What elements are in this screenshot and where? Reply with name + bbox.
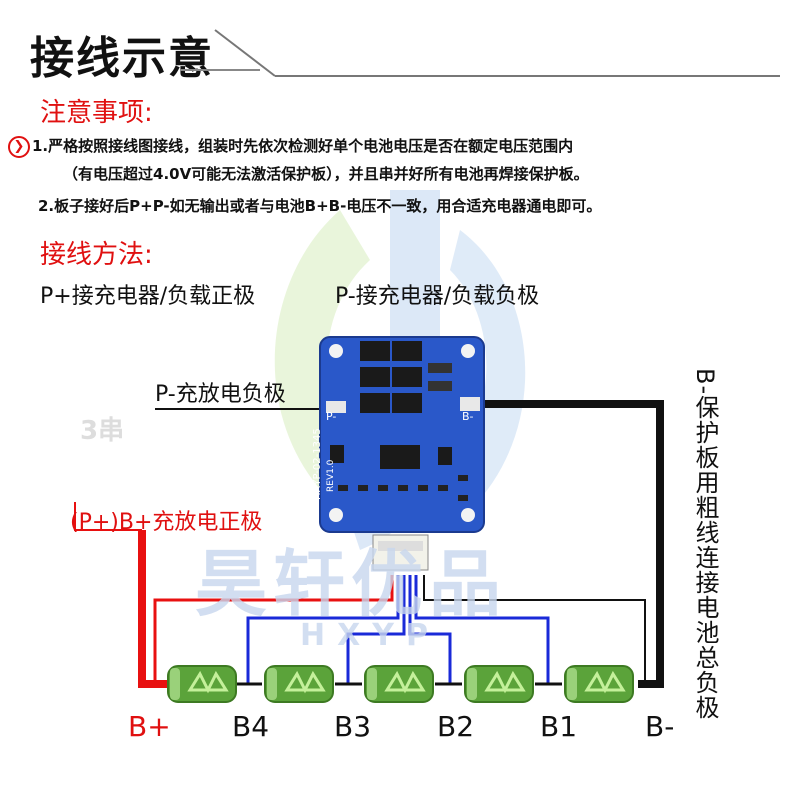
balance-wire-b1	[414, 575, 550, 684]
b-plus-leader	[74, 502, 142, 531]
p-plus-instruction: P+接充电器/负载正极	[40, 284, 256, 309]
pcb-pad-left-label: P-	[326, 410, 337, 423]
arrow-right-icon: ❯	[8, 135, 30, 158]
battery-cell-5	[564, 665, 634, 703]
p-minus-instruction: P-接充电器/负载负极	[335, 284, 540, 309]
battery-cell-2	[264, 665, 334, 703]
title-underline	[180, 29, 780, 77]
battery-cell-3	[364, 665, 434, 703]
notice-heading: 注意事项:	[40, 98, 153, 128]
notice-line-1-text: 1.严格按照接线图接线，组装时先依次检测好单个电池电压是否在额定电压范围内	[32, 137, 574, 155]
node-label-b2: B2	[437, 710, 475, 743]
b-minus-vertical-label: B-保护板用粗线连接电池总负极	[691, 368, 719, 721]
node-label-b1: B1	[540, 710, 578, 743]
node-label-bminus: B-	[645, 710, 675, 743]
battery-cell-4	[464, 665, 534, 703]
notice-line-1: ❯1.严格按照接线图接线，组装时先依次检测好单个电池电压是否在额定电压范围内	[8, 132, 798, 160]
balance-wire-bplus	[153, 575, 394, 684]
node-label-bplus: B+	[128, 710, 171, 743]
node-label-b3: B3	[334, 710, 372, 743]
page-title: 接线示意	[30, 33, 214, 84]
b-minus-thick-wire	[480, 400, 664, 688]
notice-line-2: 2.板子接好后P+P-如无输出或者与电池B+B-电压不一致，用合适充电器通电即可…	[38, 197, 602, 215]
pcb-silk-model: HXYP-02-1345	[312, 428, 323, 500]
watermark-brand: 昊轩优品	[195, 542, 508, 626]
protection-pcb	[319, 336, 485, 571]
balance-wire-bminus	[423, 575, 646, 684]
notice-block: ❯1.严格按照接线图接线，组装时先依次检测好单个电池电压是否在额定电压范围内 （…	[8, 132, 798, 220]
node-label-b4: B4	[232, 710, 270, 743]
b-plus-thick-wire	[138, 530, 168, 688]
method-heading: 接线方法:	[40, 240, 153, 270]
balance-wire-b4	[246, 575, 400, 684]
p-minus-label: P-充放电负极	[155, 382, 286, 407]
pcb-silk-rev: REV1.0	[326, 459, 336, 492]
battery-cell-1	[167, 665, 237, 703]
watermark-latin: HXYP	[300, 618, 440, 653]
ghost-text: 3串	[80, 416, 125, 446]
balance-wire-b3	[346, 575, 406, 684]
pcb-pad-right-label: B-	[462, 410, 474, 423]
notice-line-1b: （有电压超过4.0V可能无法激活保护板），并且串并好所有电池再焊接保护板。	[63, 165, 589, 183]
b-plus-label: (P+)B+充放电正极	[70, 510, 263, 535]
balance-wire-b2	[408, 575, 452, 684]
